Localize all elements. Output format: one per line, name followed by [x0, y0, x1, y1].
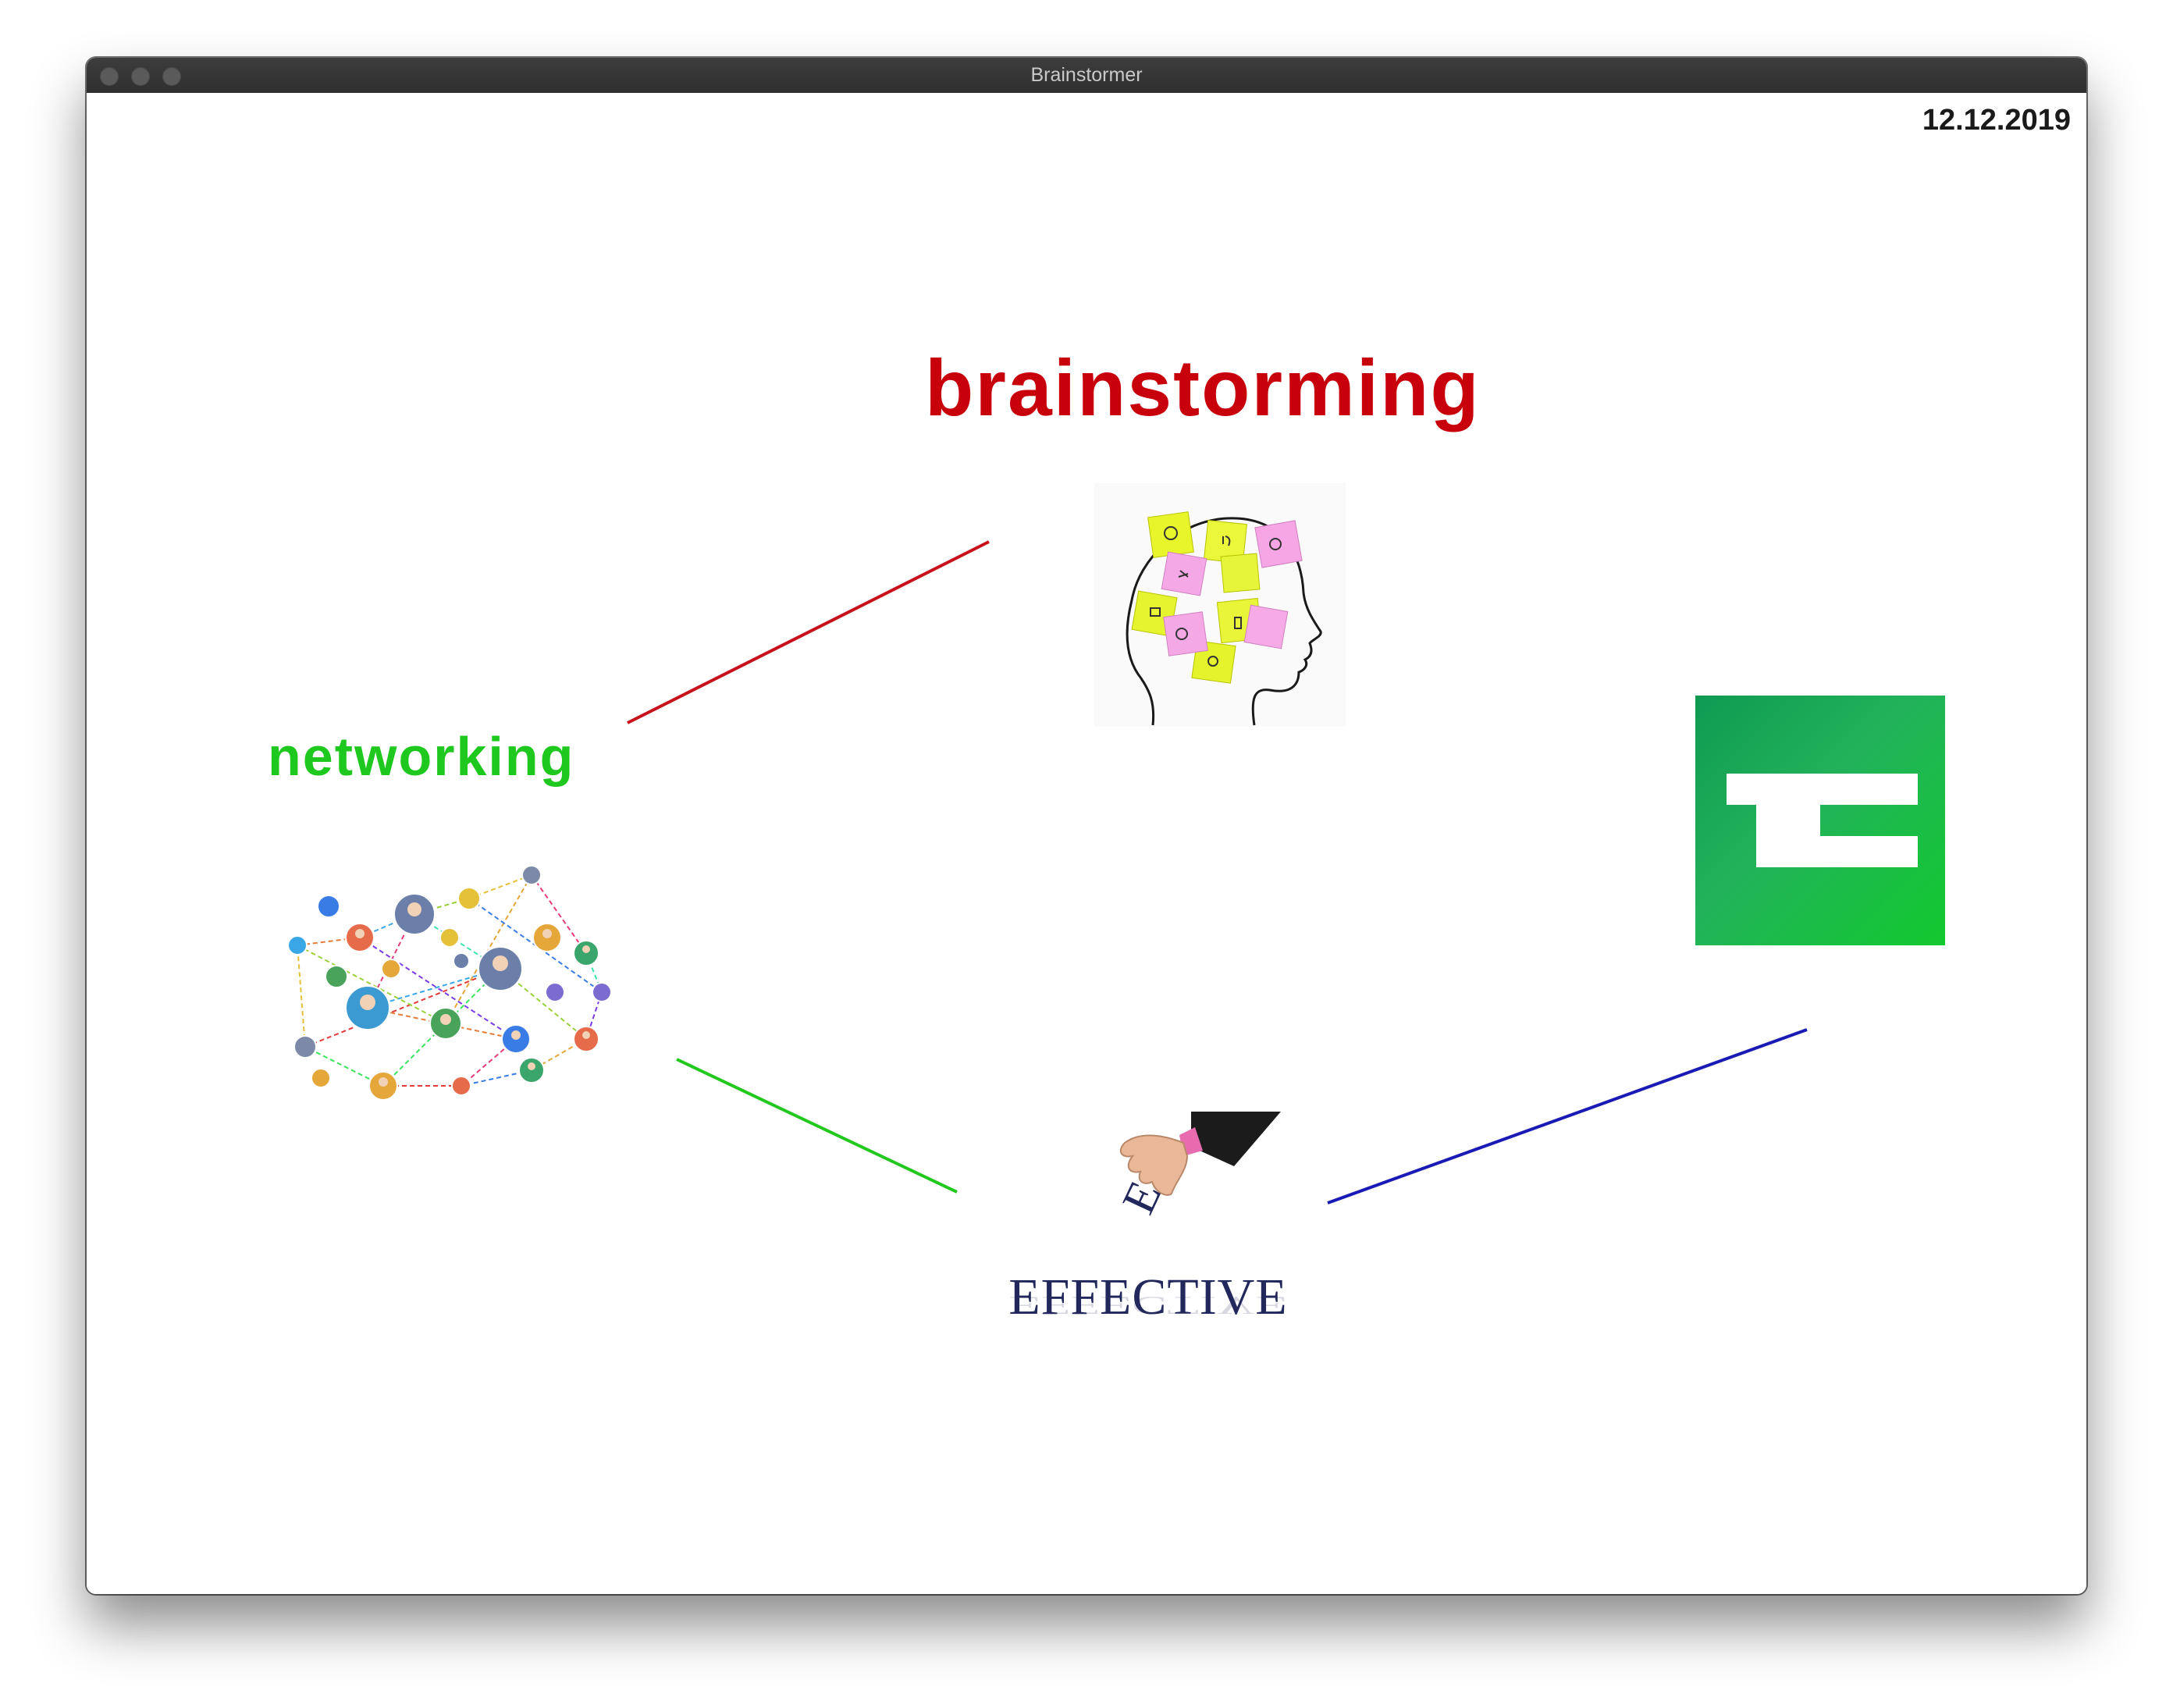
brain-sticky-notes-icon[interactable] — [1094, 483, 1346, 727]
zoom-window-button[interactable] — [162, 67, 181, 86]
minimize-window-button[interactable] — [131, 67, 150, 86]
techcrunch-logo[interactable] — [1695, 696, 1945, 945]
link-effective-techcrunch[interactable] — [1327, 1028, 1808, 1204]
link-networking-brainstorming[interactable] — [627, 540, 990, 724]
node-title-effective-reflection: EFFECTIVE — [1008, 1291, 1288, 1320]
window-title: Brainstormer — [1030, 64, 1143, 86]
hand-placing-letter-icon[interactable]: E — [1078, 1108, 1335, 1264]
node-title-effective[interactable]: EFFECTIVE — [1008, 1269, 1288, 1325]
mind-map-canvas[interactable]: 12.12.2019 brainstorming — [87, 93, 2086, 1594]
app-window: Brainstormer 12.12.2019 brainstorming — [87, 58, 2086, 1594]
people-network-icon[interactable] — [258, 852, 649, 1109]
link-networking-effective[interactable] — [676, 1058, 958, 1194]
close-window-button[interactable] — [100, 67, 119, 86]
connections-layer — [627, 540, 1808, 1204]
node-title-networking[interactable]: networking — [268, 726, 575, 787]
node-title-brainstorming[interactable]: brainstorming — [925, 343, 1481, 432]
title-bar[interactable]: Brainstormer — [87, 58, 2086, 94]
date-label: 12.12.2019 — [1922, 104, 2071, 137]
